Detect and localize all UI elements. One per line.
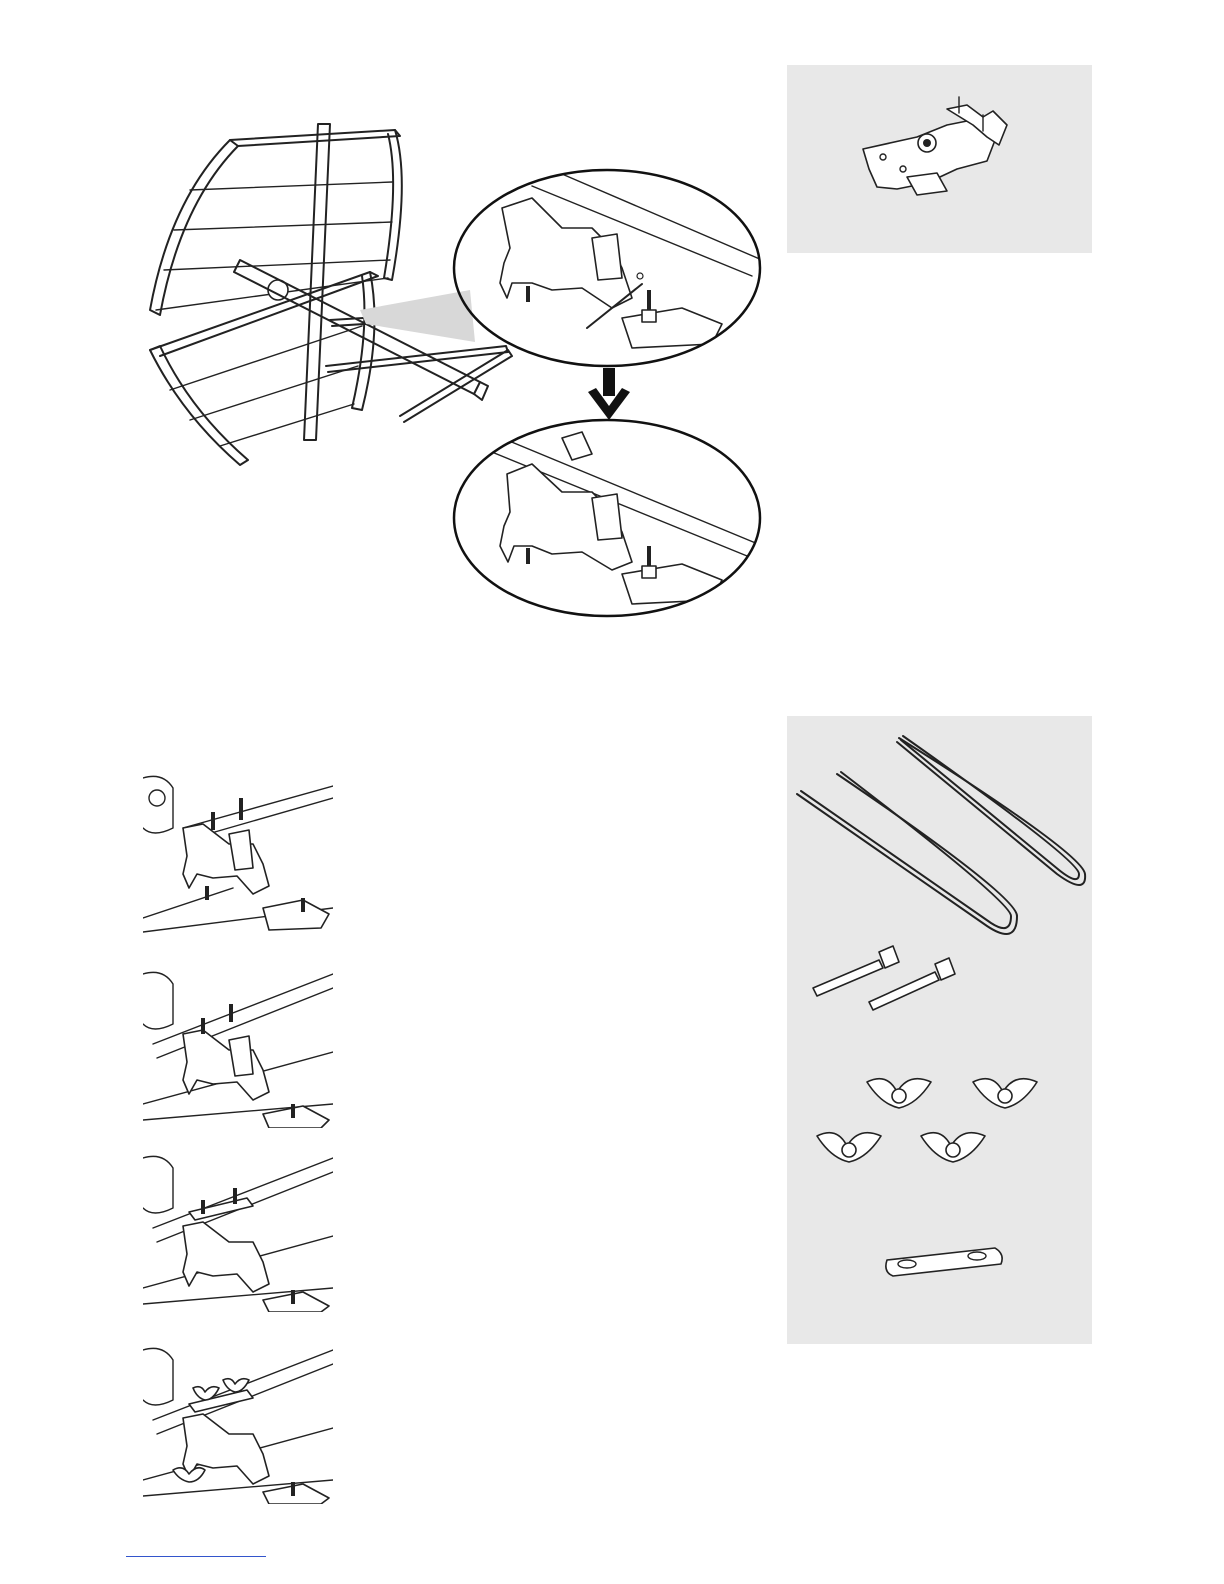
wing-nut-icon bbox=[867, 1079, 931, 1108]
hardware-kit-icon bbox=[787, 716, 1092, 1344]
parts-panel-hardware bbox=[787, 716, 1092, 1344]
wing-nut-icon bbox=[973, 1079, 1037, 1108]
wing-nut-icon bbox=[921, 1133, 985, 1162]
bolt-icon bbox=[813, 946, 899, 996]
wing-nut-icon bbox=[817, 1133, 881, 1162]
plate-icon bbox=[886, 1248, 1002, 1276]
arrow-down-icon bbox=[586, 368, 632, 424]
assembly-step-1 bbox=[143, 768, 333, 940]
mounting-bracket-icon bbox=[787, 65, 1092, 253]
assembly-step-2 bbox=[143, 964, 333, 1128]
detail-after-illustration bbox=[452, 418, 762, 618]
detail-before-illustration bbox=[452, 168, 762, 368]
assembly-step-3 bbox=[143, 1148, 333, 1312]
parts-panel-bracket bbox=[787, 65, 1092, 253]
footer-rule bbox=[126, 1556, 266, 1557]
assembly-step-4 bbox=[143, 1340, 333, 1504]
